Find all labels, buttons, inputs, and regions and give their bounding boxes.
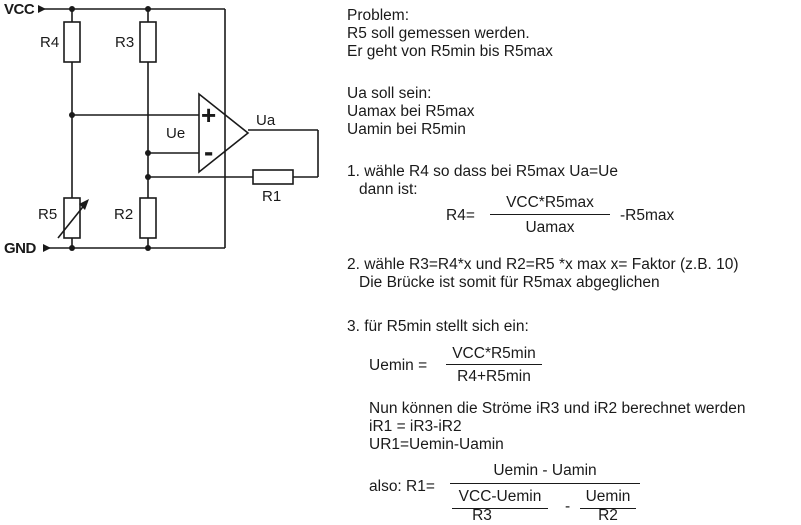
formula-3a-denominator: R3 [472,507,492,524]
ua-heading: Ua soll sein: [347,85,432,102]
step-1-subtext: dann ist: [359,181,418,198]
vcc-label: VCC [4,1,35,18]
r4-label: R4 [40,34,59,51]
formula-1-fraction-bar [490,214,610,215]
ua-line-1: Uamax bei R5max [347,103,475,120]
note-line-3: UR1=Uemin-Uamin [369,436,504,453]
opamp-plus-sign: + [201,100,216,130]
formula-3a-numerator: VCC-Uemin [458,488,542,505]
formula-3a-fraction-bar [452,508,548,509]
formula-1-denominator: Uamax [525,219,575,236]
note-line-1: Nun können die Ströme iR3 und iR2 berech… [369,400,746,417]
problem-line-1: R5 soll gemessen werden. [347,25,530,42]
r2-label: R2 [114,206,133,223]
formula-3b-denominator: R2 [598,507,618,524]
formula-1-rhs: -R5max [620,207,675,224]
r3-label: R3 [115,34,134,51]
circuit-schematic: VCC GND R4 R3 R5 R2 R1 Ue Ua + - [4,1,319,257]
r4-resistor [63,21,81,63]
formula-2-numerator: VCC*R5min [452,345,536,362]
formula-1-lhs: R4= [446,207,475,224]
gnd-label: GND [4,240,37,257]
formula-2-lhs: Uemin = [369,357,428,374]
formula-2-fraction-bar [446,364,542,365]
step-1-text: 1. wähle R4 so dass bei R5max Ua=Ue [347,163,618,180]
formula-3b-numerator: Uemin [585,488,631,505]
problem-heading: Problem: [347,7,410,24]
r5-label: R5 [38,206,57,223]
formula-3b-fraction-bar [580,508,636,509]
r1-resistor [252,169,294,185]
formula-3-lhs: also: R1= [369,478,435,495]
ua-label: Ua [256,112,276,129]
formula-3-numerator: Uemin - Uamin [493,462,597,479]
opamp-minus-sign: - [204,136,213,167]
formula-1-numerator: VCC*R5max [506,194,594,211]
opamp-symbol [198,92,250,174]
step-2-text: 2. wähle R3=R4*x und R2=R5 *x max x= Fak… [347,256,739,273]
r2-resistor [139,197,157,239]
r5-variable-resistor [63,197,81,239]
problem-line-2: Er geht von R5min bis R5max [347,43,553,60]
r3-resistor [139,21,157,63]
step-2-subtext: Die Brücke ist somit für R5max abgeglich… [359,274,660,291]
ua-line-2: Uamin bei R5min [347,121,466,138]
formula-3-minus: - [565,498,571,515]
formula-3-fraction-bar [450,483,640,484]
note-line-2: iR1 = iR3-iR2 [369,418,462,435]
r1-label: R1 [262,188,281,205]
formula-2-denominator: R4+R5min [457,368,531,385]
ue-label: Ue [166,125,185,142]
step-3-text: 3. für R5min stellt sich ein: [347,318,529,335]
